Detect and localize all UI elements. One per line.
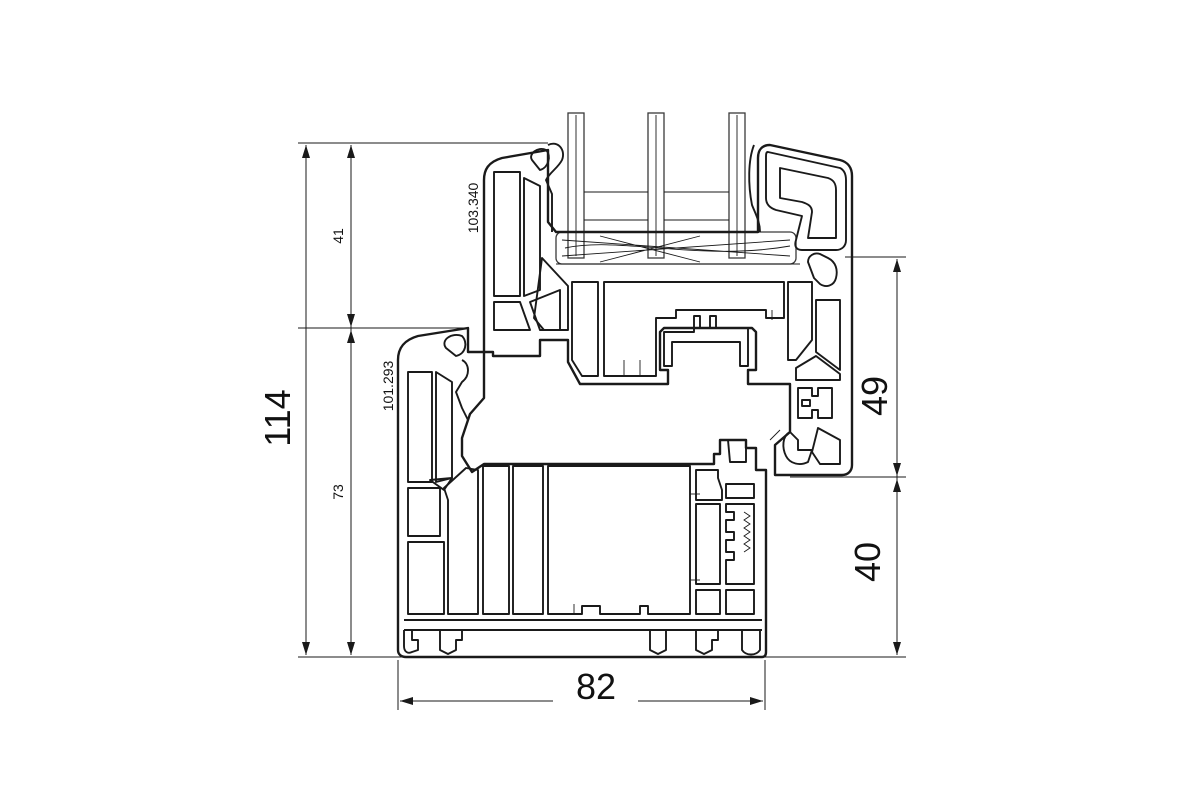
screw-channel xyxy=(725,503,755,585)
arrowhead xyxy=(893,642,901,655)
arrowhead xyxy=(400,697,413,705)
arrowhead xyxy=(302,145,310,158)
frame-chamber xyxy=(435,371,453,483)
sash-chamber xyxy=(603,281,785,377)
frame-gasket xyxy=(455,359,469,421)
frame-outer-contour xyxy=(396,326,768,659)
bottom-clip xyxy=(439,630,463,655)
frame-chamber xyxy=(695,589,721,615)
bottom-clip xyxy=(649,630,667,655)
sash-chamber xyxy=(811,427,841,465)
arrowhead xyxy=(302,642,310,655)
frame-profile xyxy=(396,326,781,659)
frame-chamber xyxy=(695,469,723,501)
reinforcement-channel xyxy=(663,315,749,367)
frame-chamber xyxy=(695,503,721,585)
sash-chamber xyxy=(533,257,569,331)
frame-chamber xyxy=(482,465,510,615)
frame-chamber xyxy=(429,477,453,491)
frame-chamber xyxy=(725,589,755,615)
dim-label-lower-height: 73 xyxy=(330,484,346,500)
bottom-clip xyxy=(403,630,419,654)
arrowhead xyxy=(893,479,901,492)
triple-glazing-unit xyxy=(545,112,800,265)
frame-chamber xyxy=(407,487,441,537)
dim-label-total-height: 114 xyxy=(257,389,298,446)
dim-label-upper-height: 41 xyxy=(330,228,346,244)
arrowhead xyxy=(893,463,901,476)
glazing-bead xyxy=(765,151,847,251)
arrowhead xyxy=(750,697,763,705)
glass-pane xyxy=(647,112,665,259)
arrowhead xyxy=(347,145,355,158)
hardware-groove xyxy=(797,387,833,419)
dim-label-sash-height: 49 xyxy=(854,376,895,416)
glass-pane xyxy=(728,112,746,259)
sash-chamber xyxy=(787,281,813,361)
sash-chamber xyxy=(815,299,841,371)
ref-label-upper: 103.340 xyxy=(465,182,481,233)
frame-reinforcement-cavity xyxy=(547,465,691,615)
arrowhead xyxy=(347,642,355,655)
frame-chamber xyxy=(443,467,479,615)
frame-chamber xyxy=(512,465,544,615)
bottom-clip xyxy=(695,630,719,655)
frame-chamber xyxy=(407,541,445,615)
glass-pane xyxy=(567,112,585,259)
dimension-lines xyxy=(298,142,906,710)
sash-chamber xyxy=(493,301,531,331)
frame-chamber xyxy=(725,483,755,499)
arrowhead xyxy=(893,259,901,272)
arrowhead xyxy=(347,314,355,327)
dim-label-width: 82 xyxy=(576,666,616,707)
sash-chamber xyxy=(493,171,521,297)
frame-chamber xyxy=(407,371,433,483)
sash-outer-contour xyxy=(482,143,854,477)
sash-profile xyxy=(482,143,854,477)
bottom-clip xyxy=(741,630,761,656)
arrowhead xyxy=(347,330,355,343)
sash-chamber xyxy=(571,281,599,377)
dim-label-frame-height: 40 xyxy=(847,542,888,582)
ref-label-lower: 101.293 xyxy=(380,360,396,411)
sash-chamber xyxy=(523,177,541,297)
sash-chamber xyxy=(795,355,841,381)
